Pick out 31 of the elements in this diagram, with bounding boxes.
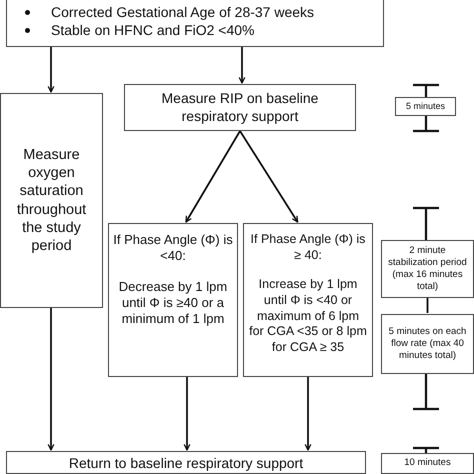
arrow xyxy=(185,130,241,223)
process-box xyxy=(108,223,238,377)
arrow xyxy=(48,47,54,93)
box-text: Decrease by 1 lpm until Φ is ≥40 or a minimum of 1 lpm xyxy=(118,278,228,328)
box-text: 5 minutes on each flow rate (max 40 minutes total) xyxy=(388,326,468,362)
bullet-text: Stable on HFNC and FiO2 <40% xyxy=(51,22,254,38)
box-text: Return to baseline respiratory support xyxy=(68,455,304,472)
process-box xyxy=(0,93,103,308)
connector-line xyxy=(426,298,428,313)
process-box xyxy=(243,223,373,377)
box-heading: If Phase Angle (Φ) is ≥ 40: xyxy=(250,232,366,264)
time-box xyxy=(381,453,474,474)
time-box xyxy=(381,314,474,374)
box-text: 2 minute stabilization period (max 16 minutes total) xyxy=(387,245,468,293)
arrow xyxy=(184,377,190,451)
box-text: Measure oxygen saturation throughout the study period xyxy=(16,146,88,255)
arrow xyxy=(48,308,54,451)
box-text: Measure RIP on baseline respiratory support xyxy=(160,90,320,125)
arrow xyxy=(239,130,298,223)
process-box xyxy=(6,0,384,47)
box-text: Increase by 1 lpm until Φ is <40 or maximum of 6 lpm for CGA <35 or 8 lpm for CGA ≥ 35 xyxy=(248,277,368,356)
box-text: 5 minutes xyxy=(406,100,446,112)
arrow xyxy=(238,47,246,84)
box-heading: If Phase Angle (Φ) is <40: xyxy=(113,232,233,264)
process-box xyxy=(6,451,366,474)
bullet-text: Corrected Gestational Age of 28-37 weeks xyxy=(51,4,314,20)
arrow xyxy=(304,377,312,451)
box-text: 10 minutes xyxy=(404,457,451,469)
time-box xyxy=(395,97,456,116)
process-box xyxy=(124,84,356,131)
time-box xyxy=(381,240,474,298)
